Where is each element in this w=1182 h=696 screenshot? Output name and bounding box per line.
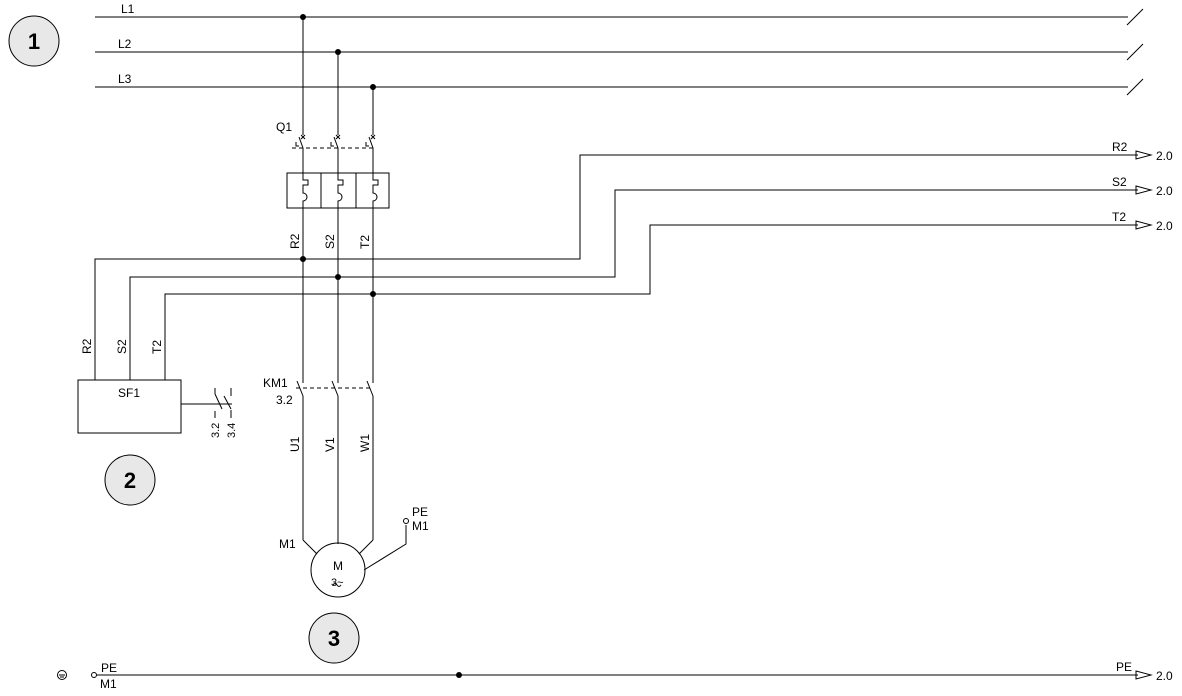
outgoing-pe-label: PE bbox=[1116, 660, 1132, 674]
pe-terminal-icon bbox=[403, 518, 409, 524]
s2-arrow-icon bbox=[1135, 185, 1153, 195]
breaker-q1-label: Q1 bbox=[276, 120, 292, 134]
sf1-contact-a-label: 3.2 bbox=[210, 423, 222, 438]
motor-m1-circle bbox=[310, 542, 366, 598]
callout-1-label: 1 bbox=[28, 29, 40, 54]
km1-label: KM1 bbox=[263, 376, 288, 390]
ac-symbol-icon bbox=[332, 583, 342, 587]
callout-2-circle bbox=[104, 454, 156, 506]
pe-bus-sub: M1 bbox=[100, 677, 117, 691]
wire-t2-label: T2 bbox=[358, 235, 372, 249]
pe-terminal-label: PE bbox=[412, 505, 428, 519]
t2-arrow-icon bbox=[1135, 220, 1153, 230]
ground-icon bbox=[57, 670, 67, 680]
pe-bus-terminal-icon bbox=[91, 672, 97, 678]
pe-bus-label: PE bbox=[101, 661, 117, 675]
sf1-aux-contacts bbox=[214, 388, 232, 418]
sf1-wire-r2-label: R2 bbox=[80, 338, 94, 354]
wire-u1-label: U1 bbox=[288, 436, 302, 452]
outgoing-t2-label: T2 bbox=[1112, 210, 1126, 224]
motor-type-label: 3~ bbox=[331, 577, 344, 589]
outgoing-t2-ref[interactable]: 2.0 bbox=[1156, 219, 1173, 233]
q1-breaker bbox=[286, 136, 390, 209]
pe-arrow-icon bbox=[1135, 670, 1153, 680]
outgoing-r2-ref[interactable]: 2.0 bbox=[1156, 149, 1173, 163]
pe-terminal-sub: M1 bbox=[412, 519, 429, 533]
callout-2-label: 2 bbox=[124, 468, 136, 493]
callout-3-circle bbox=[308, 612, 360, 664]
sf1-wire-s2-label: S2 bbox=[115, 339, 129, 354]
r2-arrow-icon bbox=[1135, 150, 1153, 160]
km1-ref[interactable]: 3.2 bbox=[276, 393, 293, 407]
phase-l2-label: L2 bbox=[118, 37, 132, 51]
motor-symbol-label: M bbox=[333, 559, 343, 573]
outgoing-r2-label: R2 bbox=[1112, 140, 1128, 154]
sf1-wire-t2-label: T2 bbox=[150, 340, 164, 354]
callout-1-circle bbox=[8, 15, 60, 67]
sf1-label: SF1 bbox=[118, 386, 140, 400]
km1-contactor bbox=[296, 378, 374, 540]
wire-v1-label: V1 bbox=[323, 437, 337, 452]
r2-outgoing-wire bbox=[303, 154, 1138, 260]
wire-w1-label: W1 bbox=[358, 434, 372, 452]
wire-s2-label: S2 bbox=[323, 234, 337, 249]
outgoing-pe-ref[interactable]: 2.0 bbox=[1156, 669, 1173, 683]
sf1-box bbox=[77, 379, 182, 434]
wire-r2-label: R2 bbox=[288, 233, 302, 249]
s2-outgoing-wire bbox=[338, 189, 1138, 278]
phase-l3-label: L3 bbox=[118, 72, 132, 86]
sf1-contact-b-label: 3.4 bbox=[226, 423, 238, 438]
outgoing-s2-label: S2 bbox=[1112, 175, 1127, 189]
t2-outgoing-wire bbox=[373, 224, 1138, 295]
callout-3-label: 3 bbox=[328, 626, 340, 651]
outgoing-s2-ref[interactable]: 2.0 bbox=[1156, 184, 1173, 198]
phase-l1-label: L1 bbox=[121, 2, 135, 16]
motor-tag-label: M1 bbox=[279, 537, 296, 551]
